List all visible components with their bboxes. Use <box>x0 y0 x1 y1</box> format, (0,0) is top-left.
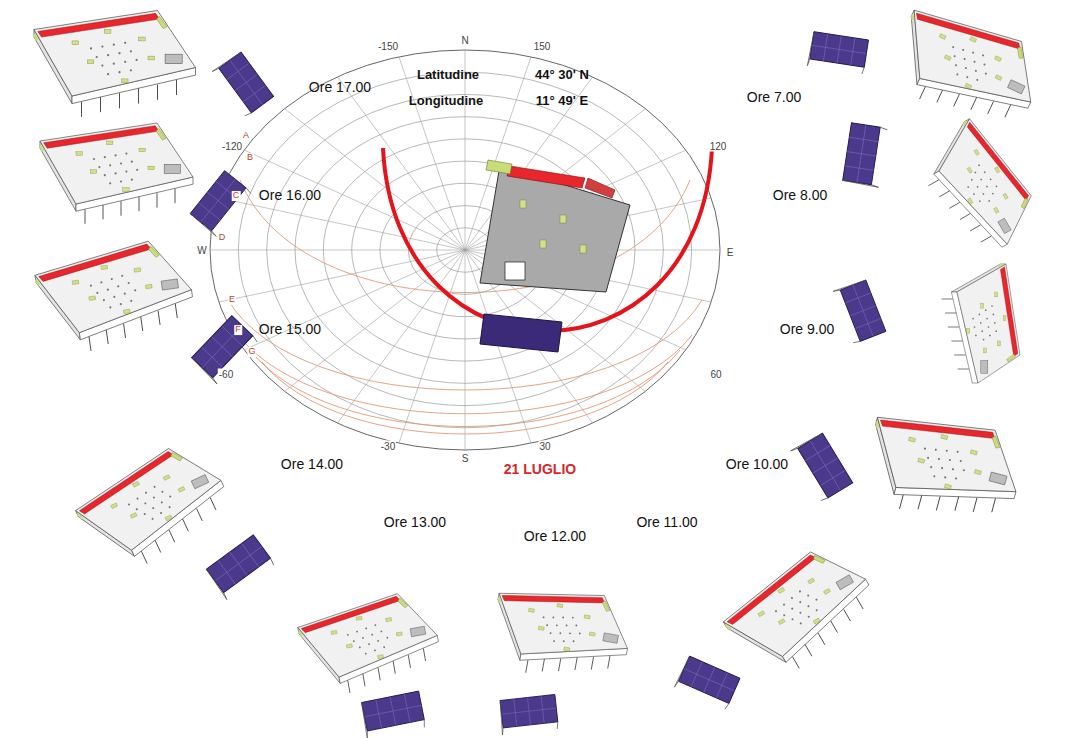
curve-letter: G <box>247 347 256 357</box>
longitude-label: Longitudine <box>409 94 483 108</box>
time-label: Ore 7.00 <box>747 90 801 105</box>
compass-direction: E <box>726 247 735 258</box>
azimuth-number: 120 <box>709 141 728 152</box>
time-label: Ore 8.00 <box>773 188 827 203</box>
curve-letter: A <box>242 131 250 141</box>
curve-letter: B <box>246 153 254 163</box>
curve-letter: E <box>228 295 236 305</box>
curve-letter: F <box>234 325 242 335</box>
time-label: Ore 16.00 <box>259 188 321 203</box>
time-label: Ore 17.00 <box>309 80 371 95</box>
azimuth-number: 150 <box>533 41 552 52</box>
building-views <box>32 0 1053 738</box>
longitude-value: 11° 49' E <box>536 94 588 108</box>
sun-path <box>383 148 712 331</box>
date-label: 21 LUGLIO <box>504 462 576 477</box>
time-label: Ore 12.00 <box>524 529 586 544</box>
azimuth-number: -120 <box>221 141 243 152</box>
azimuth-number: -30 <box>380 441 396 452</box>
time-label: Ore 10.00 <box>726 457 788 472</box>
compass-direction: N <box>460 35 469 46</box>
azimuth-number: 60 <box>709 369 722 380</box>
pv-panel-plan <box>480 314 562 352</box>
azimuth-number: 30 <box>538 441 551 452</box>
altitude-circles <box>210 50 720 450</box>
latitude-value: 44° 30' N <box>535 68 589 82</box>
time-label: Ore 13.00 <box>384 515 446 530</box>
latitude-label: Latitudine <box>417 68 479 82</box>
time-label: Ore 11.00 <box>636 515 697 530</box>
time-label: Ore 14.00 <box>281 457 343 472</box>
time-label: Ore 15.00 <box>259 322 321 337</box>
time-label: Ore 9.00 <box>780 322 834 337</box>
curve-letter: C <box>232 191 241 201</box>
azimuth-lines <box>210 50 720 450</box>
building-plan <box>480 160 630 292</box>
azimuth-number: -60 <box>218 369 234 380</box>
compass-direction: S <box>461 453 470 464</box>
compass-direction: W <box>196 245 207 256</box>
curve-letter: D <box>218 233 227 243</box>
azimuth-number: -150 <box>377 41 399 52</box>
